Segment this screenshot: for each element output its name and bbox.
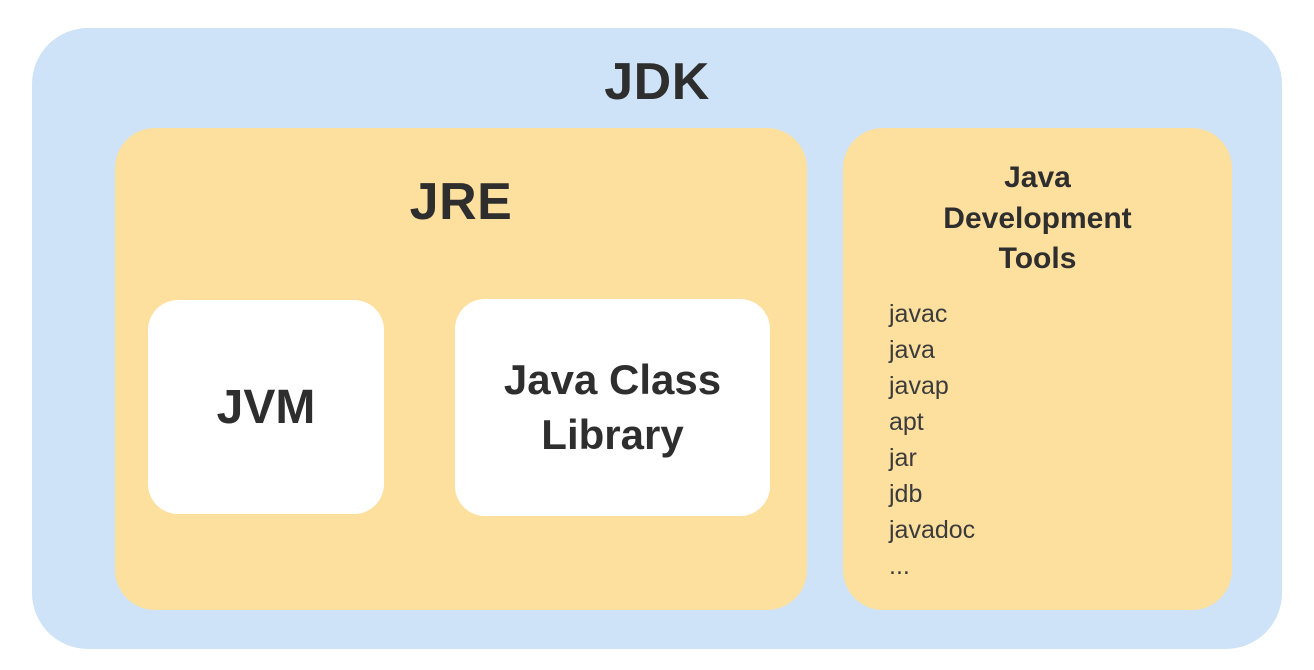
jvm-label: JVM (216, 380, 316, 434)
java-class-library-label: Java Class Library (503, 355, 722, 458)
tool-item: apt (889, 407, 924, 436)
tools-list: javac java javap apt jar jdb javadoc ... (843, 296, 1232, 584)
tool-item: javap (889, 371, 949, 400)
jdk-container: JDK JRE JVM Java Class Library Java Deve… (32, 28, 1282, 649)
tool-item: javac (889, 299, 948, 328)
jdk-label: JDK (604, 53, 710, 111)
tool-item: ... (889, 551, 910, 580)
tool-item: javadoc (889, 515, 976, 544)
tool-item: jdb (889, 479, 923, 508)
tool-item: jar (889, 443, 917, 472)
jre-label: JRE (409, 173, 513, 231)
tool-item: java (889, 335, 935, 364)
jre-container: JRE JVM Java Class Library (115, 128, 807, 610)
jvm-box: JVM (148, 300, 384, 514)
java-development-tools-container: Java Development Tools javac java javap … (843, 128, 1232, 610)
java-class-library-box: Java Class Library (455, 299, 770, 516)
java-development-tools-title: Java Development Tools (943, 161, 1132, 275)
